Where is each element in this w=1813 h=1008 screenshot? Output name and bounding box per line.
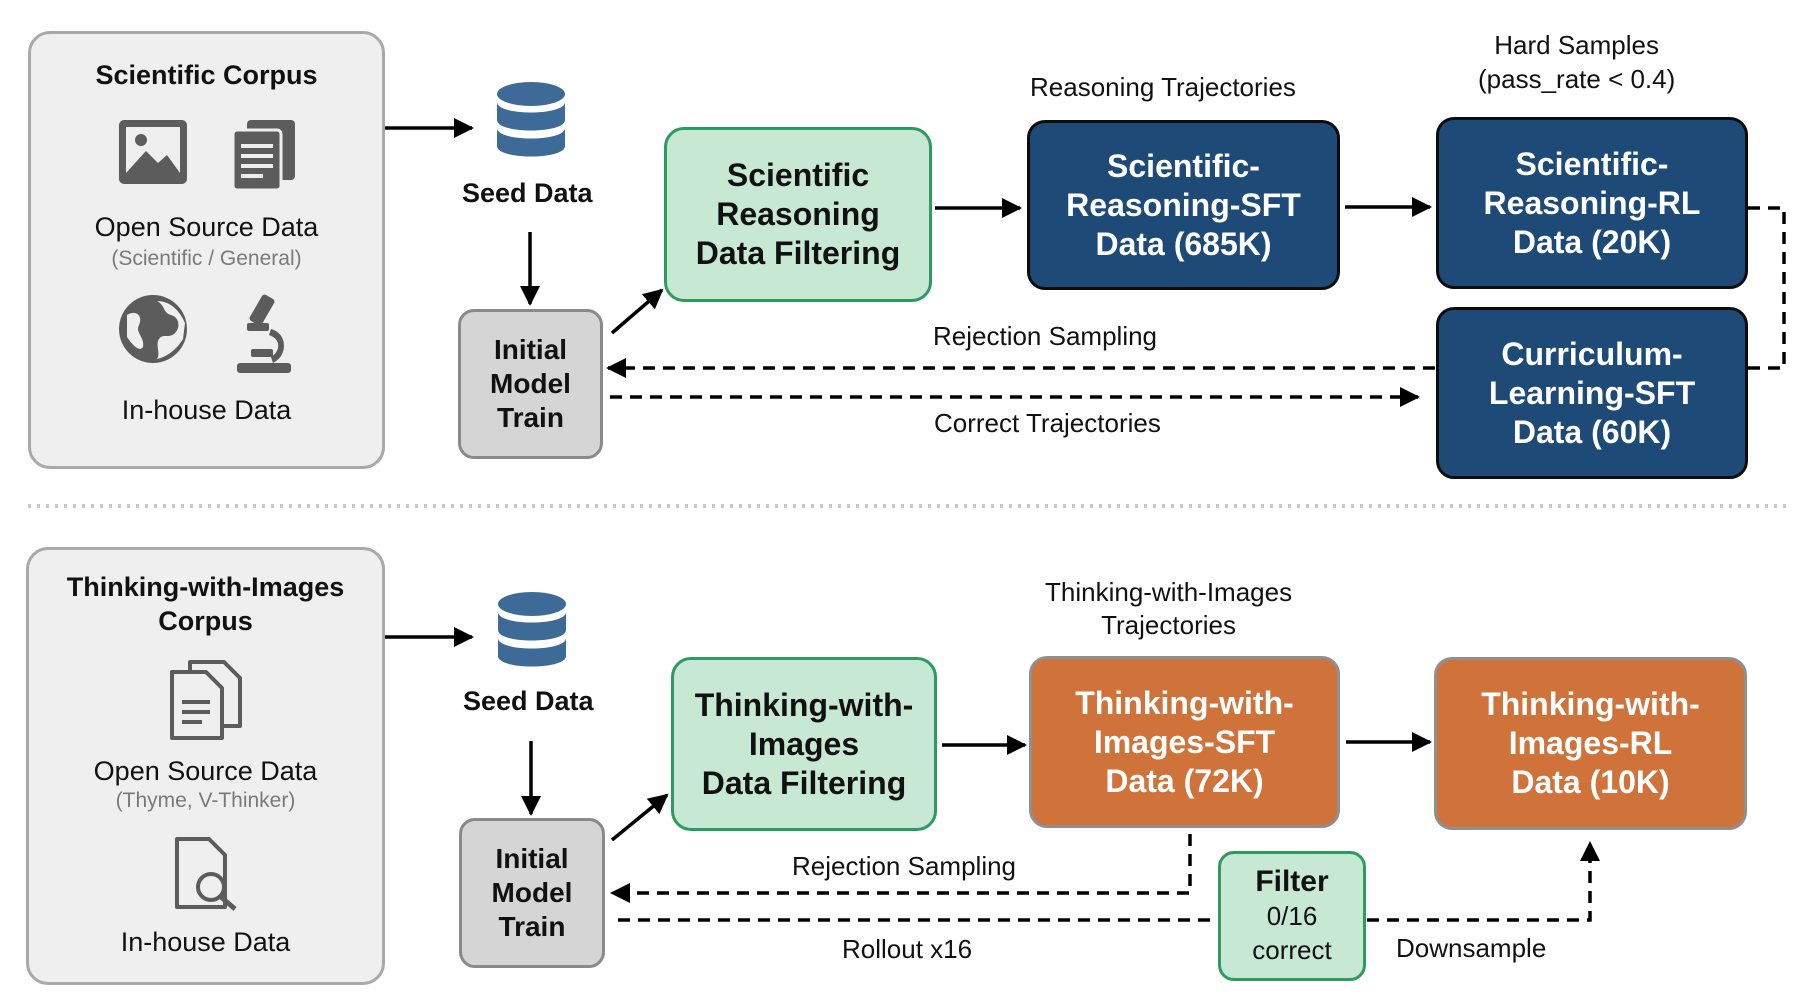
corpus-title: Thinking-with-Images Corpus (67, 570, 345, 638)
initial-model-line: Train (497, 402, 564, 433)
hard-samples-label: Hard Samples (pass_rate < 0.4) (1478, 28, 1675, 96)
correct-trajectories-label: Correct Trajectories (934, 408, 1161, 438)
arrow-model-to-filter-top (610, 288, 664, 335)
open-source-label: Open Source Data (94, 212, 319, 242)
arrow-model-to-filter-bottom (610, 793, 669, 842)
filtering-line: Thinking-with- (694, 686, 914, 723)
thinking-trajectories-label: Thinking-with-Images Trajectories (1045, 576, 1292, 642)
sft-line: Scientific- (1107, 147, 1260, 184)
sft-line: Thinking-with- (1075, 684, 1294, 721)
corpus-title: Scientific Corpus (95, 60, 318, 90)
dashed-rejection-sampling-bottom (610, 834, 1192, 903)
open-source-sub: (Thyme, V-Thinker) (115, 789, 296, 812)
seed-data-label: Seed Data (463, 686, 594, 716)
document-search-icon (174, 837, 237, 911)
rl-line: Thinking-with- (1481, 686, 1700, 722)
filtering-line: Reasoning (716, 196, 880, 232)
filter-line: 0/16 (1266, 901, 1318, 931)
trajectories-line: Thinking-with-Images (1045, 577, 1293, 607)
initial-model-line: Initial (495, 843, 569, 874)
initial-model-line: Train (498, 911, 566, 942)
filter-title: Filter (1255, 865, 1329, 898)
rollout-label: Rollout x16 (842, 934, 973, 964)
rl-line: Reasoning-RL (1483, 184, 1701, 221)
open-source-label: Open Source Data (93, 756, 318, 786)
sft-line: Images-SFT (1093, 723, 1276, 760)
filtering-line: Data Filtering (701, 764, 907, 801)
sft-line: Data (72K) (1105, 762, 1264, 799)
thinking-with-images-sft-data: Thinking-with- Images-SFT Data (72K) (1029, 656, 1340, 828)
rl-line: Data (10K) (1511, 764, 1670, 800)
corpus-title-line: Thinking-with-Images (66, 572, 345, 602)
open-source-sub: (Scientific / General) (111, 247, 302, 270)
curriculum-line: Data (60K) (1512, 413, 1672, 450)
document-icon (231, 120, 295, 192)
curriculum-line: Learning-SFT (1488, 374, 1696, 411)
reasoning-trajectories-label: Reasoning Trajectories (1030, 72, 1296, 102)
trajectories-line: Trajectories (1101, 610, 1236, 640)
seed-data-label: Seed Data (462, 178, 593, 208)
globe-icon (118, 295, 187, 363)
initial-model-line: Model (490, 368, 571, 399)
initial-model-train-top: Initial Model Train (458, 309, 603, 459)
initial-model-line: Initial (493, 334, 568, 365)
sft-line: Reasoning-SFT (1066, 186, 1301, 223)
scientific-reasoning-filtering: Scientific Reasoning Data Filtering (664, 127, 932, 302)
rl-line: Data (20K) (1512, 223, 1672, 260)
document-icon (169, 660, 242, 740)
filter-line: correct (1252, 935, 1332, 965)
hard-samples-line: Hard Samples (1494, 30, 1659, 60)
hard-samples-line: (pass_rate < 0.4) (1478, 64, 1676, 94)
dashed-rl-to-curriculum (1748, 206, 1786, 370)
scientific-reasoning-rl-data: Scientific- Reasoning-RL Data (20K) (1436, 117, 1748, 289)
rl-line: Images-RL (1508, 725, 1673, 761)
thinking-with-images-rl-data: Thinking-with- Images-RL Data (10K) (1434, 657, 1747, 830)
initial-model-line: Model (491, 877, 573, 908)
curriculum-learning-sft-data: Curriculum- Learning-SFT Data (60K) (1436, 307, 1748, 479)
inhouse-label: In-house Data (120, 927, 291, 957)
downsample-label: Downsample (1396, 933, 1547, 963)
initial-model-train-bottom: Initial Model Train (459, 818, 605, 968)
thinking-with-images-corpus-panel: Thinking-with-Images Corpus Open Source … (26, 547, 385, 985)
image-icon (118, 120, 187, 184)
rl-line: Scientific- (1515, 145, 1669, 182)
rejection-sampling-label-top: Rejection Sampling (933, 321, 1158, 351)
database-icon (498, 592, 566, 667)
database-icon (497, 82, 565, 157)
filtering-line: Scientific (726, 157, 870, 193)
dashed-downsample (1367, 841, 1600, 922)
filtering-line: Images (748, 725, 860, 762)
scientific-reasoning-sft-data: Scientific- Reasoning-SFT Data (685K) (1027, 120, 1340, 290)
sft-line: Data (685K) (1095, 225, 1272, 262)
rejection-sampling-label-bottom: Rejection Sampling (792, 851, 1017, 881)
corpus-title-line: Corpus (158, 606, 253, 636)
filtering-line: Data Filtering (695, 235, 901, 271)
filter-box: Filter 0/16 correct (1218, 851, 1366, 981)
scientific-corpus-panel: Scientific Corpus Open Source Data (Scie… (28, 31, 385, 469)
thinking-with-images-filtering: Thinking-with- Images Data Filtering (671, 657, 937, 831)
inhouse-label: In-house Data (121, 395, 292, 425)
microscope-icon (236, 294, 291, 373)
curriculum-line: Curriculum- (1501, 335, 1683, 372)
